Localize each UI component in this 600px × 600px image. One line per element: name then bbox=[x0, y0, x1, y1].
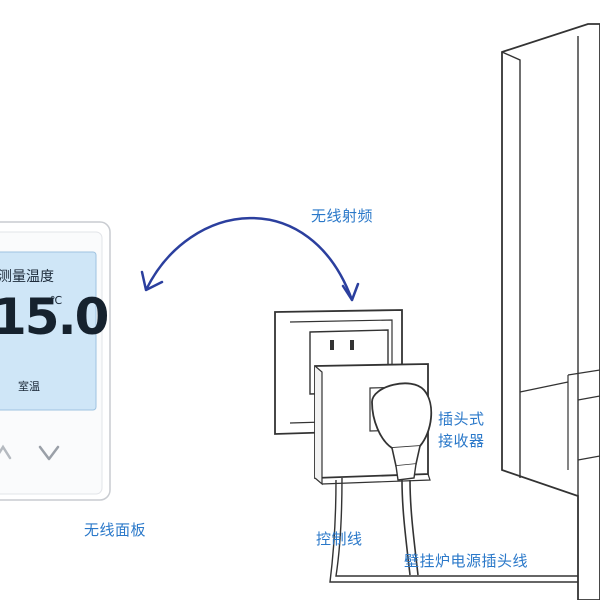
boiler-panel-line bbox=[519, 381, 569, 393]
wall-boiler bbox=[501, 23, 600, 600]
socket-pin-hole bbox=[330, 340, 334, 350]
control-wire bbox=[329, 479, 600, 583]
socket-pin-hole bbox=[350, 340, 354, 350]
plug-neck bbox=[391, 445, 421, 467]
down-button-icon bbox=[38, 445, 60, 461]
arrow-head-left-icon bbox=[140, 270, 164, 292]
control-wire-label: 控制线 bbox=[316, 530, 363, 548]
power-cord bbox=[401, 479, 419, 576]
receiver-bottom bbox=[321, 473, 431, 485]
up-button-icon bbox=[0, 444, 12, 460]
wireless-arrow bbox=[140, 216, 360, 302]
plug-receiver bbox=[314, 363, 600, 583]
wireless-rf-label: 无线射频 bbox=[311, 207, 374, 225]
boiler-body bbox=[501, 23, 600, 600]
screen-title: 测量温度 bbox=[0, 269, 54, 285]
boiler-left-edge bbox=[501, 51, 521, 478]
panel-screen bbox=[0, 251, 97, 411]
temperature-unit: ℃ bbox=[50, 294, 63, 307]
boiler-plug bbox=[371, 382, 433, 449]
plug-receiver-label-line2: 接收器 bbox=[438, 432, 485, 450]
temperature-reading: 15.0 bbox=[0, 288, 109, 346]
arrow-head-right-icon bbox=[341, 282, 360, 302]
boiler-bottom-panel bbox=[567, 369, 600, 470]
plug-strain-relief bbox=[395, 463, 417, 481]
boiler-power-cord-label: 壁挂炉电源插头线 bbox=[404, 552, 529, 570]
wireless-panel bbox=[0, 221, 111, 501]
receiver-side bbox=[314, 365, 323, 486]
control-wire-2 bbox=[335, 477, 600, 577]
boiler-front-detail bbox=[577, 395, 600, 461]
room-temp-label: 室温 bbox=[18, 380, 40, 393]
plug-receiver-label-line1: 插头式 bbox=[438, 410, 485, 428]
rf-arc bbox=[144, 216, 354, 301]
wireless-panel-label: 无线面板 bbox=[84, 521, 147, 539]
